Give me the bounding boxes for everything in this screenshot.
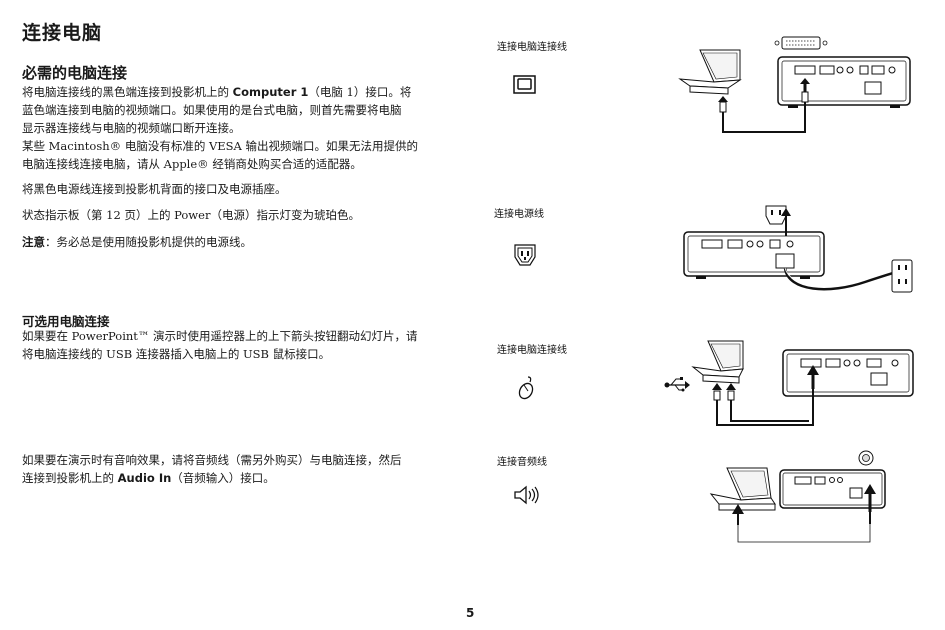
mouse-icon [515, 375, 537, 401]
paragraph-text: 如果要在演示时有音响效果，请将音频线（需另外购买）与电脑连接，然后 连接到投影机… [22, 453, 402, 485]
vga-connector-icon [775, 37, 827, 49]
note-label: 注意 [22, 235, 45, 249]
laptop [680, 50, 740, 94]
audio-cable-diagram [705, 450, 890, 550]
section-title-required: 必需的电脑连接 [22, 64, 128, 82]
paragraph-power-cable: 将黑色电源线连接到投影机背面的接口及电源插座。 [22, 182, 287, 196]
section-title-optional: 可选用电脑连接 [22, 314, 110, 329]
page-title: 连接电脑 [22, 22, 103, 44]
note: 注意：务必总是使用随投影机提供的电源线。 [22, 233, 462, 251]
caption-computer-cable-usb: 连接电脑连接线 [497, 345, 567, 356]
paragraph-macintosh: 某些 Macintosh® 电脑没有标准的 VESA 输出视频端口。如果无法用提… [22, 139, 419, 171]
paragraph-text: 将电脑连接线的黑色端连接到投影机上的 [22, 85, 233, 99]
paragraph-audio: 如果要在演示时有音响效果，请将音频线（需另外购买）与电脑连接，然后 连接到投影机… [22, 451, 462, 487]
power-cable-diagram [680, 202, 920, 302]
power-plug-icon [512, 243, 538, 267]
audio-jack-icon [859, 451, 873, 465]
speaker-icon [513, 485, 541, 505]
paragraph-connect-cable: 将电脑连接线的黑色端连接到投影机上的 Computer 1（电脑 1）接口。将 … [22, 83, 462, 137]
caption-computer-cable: 连接电脑连接线 [497, 42, 567, 53]
usb-symbol-icon [664, 377, 690, 392]
projector [778, 57, 910, 108]
paragraph-usb: 如果要在 PowerPoint™ 演示时使用遥控器上的上下箭头按钮翻动幻灯片，请… [22, 329, 418, 361]
power-connector-icon [766, 206, 786, 224]
monitor-icon [513, 75, 537, 95]
usb-cable-diagram [664, 335, 920, 430]
paragraph-text: （音频输入）接口。 [171, 471, 275, 485]
paragraph-text: （电脑 1）接口。将 蓝色端连接到电脑的视频端口。如果使用的是台式电脑，则首先需… [22, 85, 412, 135]
port-name-computer1: Computer 1 [232, 85, 309, 99]
caption-audio-cable: 连接音频线 [497, 457, 547, 468]
port-name-audio-in: Audio In [117, 471, 172, 485]
note-text: ：务必总是使用随投影机提供的电源线。 [45, 235, 252, 249]
page-number: 5 [466, 606, 475, 620]
paragraph-power-light: 状态指示板（第 12 页）上的 Power（电源）指示灯变为琥珀色。 [22, 208, 360, 222]
computer-cable-diagram [670, 32, 920, 142]
caption-power-cable: 连接电源线 [494, 209, 544, 220]
